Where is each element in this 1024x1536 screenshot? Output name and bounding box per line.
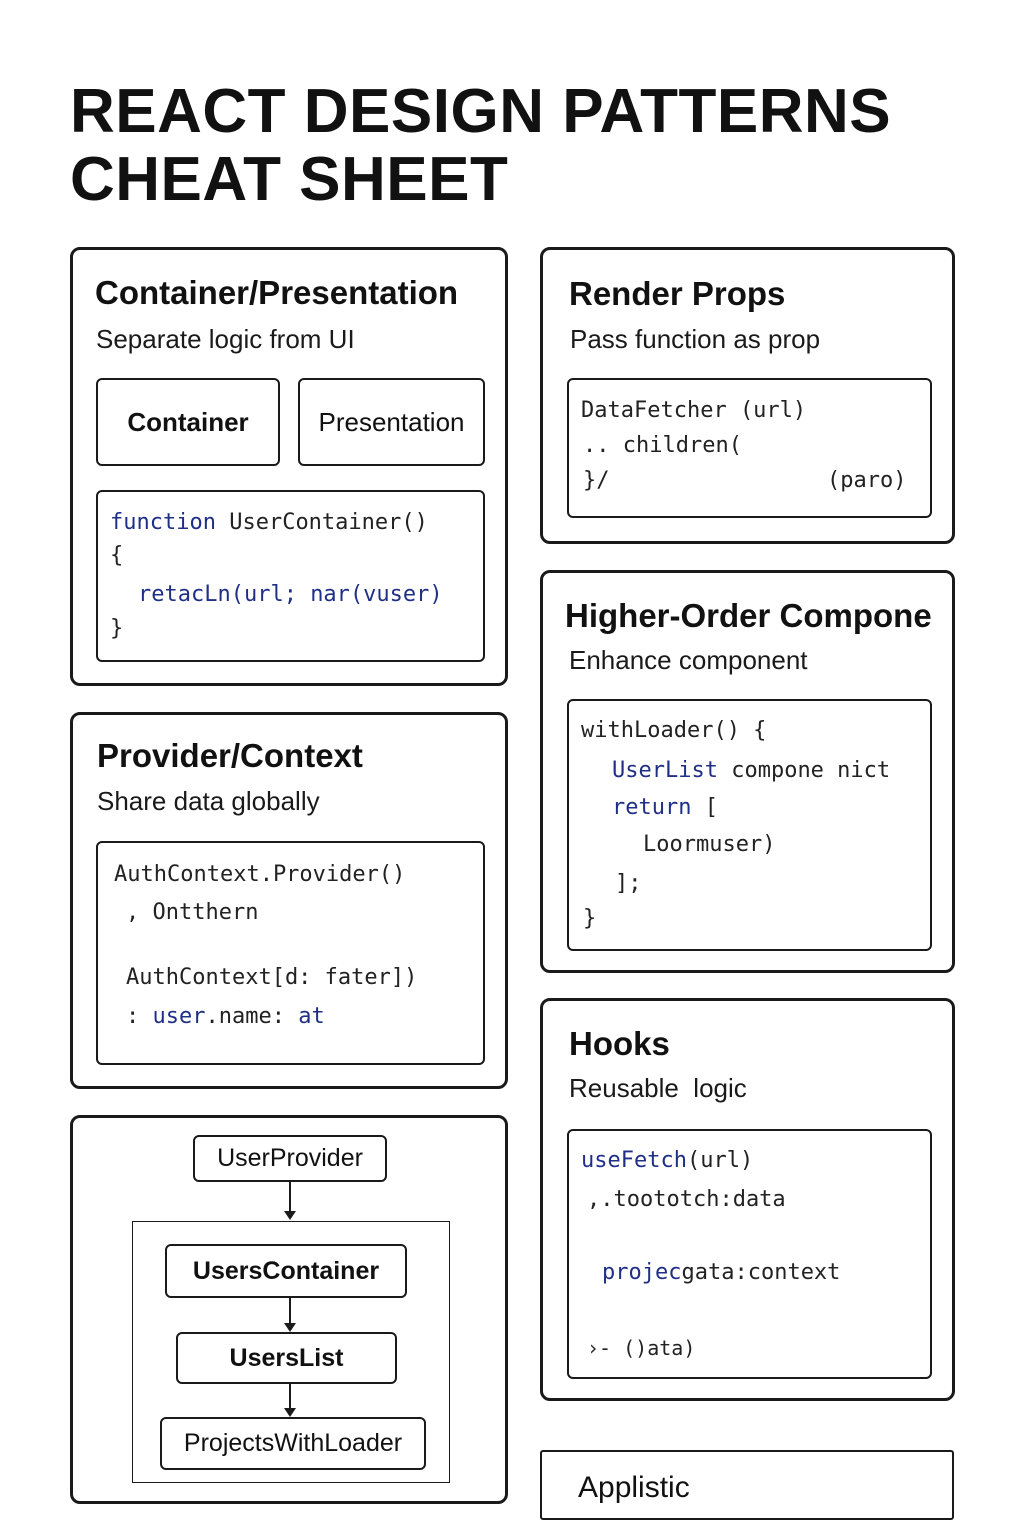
code-block: withLoader() { UserList compone nict ret… — [567, 699, 932, 951]
node-label: UsersContainer — [192, 1256, 380, 1285]
card-subtitle: Separate logic from UI — [96, 324, 355, 354]
card-heading: Hooks — [569, 1025, 670, 1062]
component-tree-card: UserProvider UsersContainer UsersList Pr… — [70, 1115, 508, 1504]
code-text: [ — [691, 795, 718, 820]
code-line: } — [110, 616, 124, 641]
tree-arrow — [284, 1298, 296, 1332]
container-presentation-card: Container/Presentation Separate logic fr… — [70, 247, 508, 686]
code-line: function UserContainer() — [110, 510, 428, 536]
code-keyword: projec — [602, 1260, 682, 1285]
card-subtitle: Enhance component — [569, 645, 808, 675]
render-props-card: Render Props Pass function as prop DataF… — [540, 247, 955, 544]
code-text: UserContainer() — [215, 510, 428, 535]
code-line: Loormuser) — [643, 832, 776, 857]
node-label: UserProvider — [217, 1144, 363, 1172]
tree-arrow — [284, 1384, 296, 1417]
card-heading: Provider/Context — [97, 737, 363, 774]
provider-context-card: Provider/Context Share data globally Aut… — [70, 712, 508, 1089]
code-keyword: user — [152, 1004, 206, 1029]
node-label: ProjectsWithLoader — [183, 1429, 403, 1457]
footer-card: Applistic — [540, 1450, 954, 1520]
code-line: ]; — [615, 871, 642, 896]
card-subtitle: Reusable logic — [569, 1073, 747, 1103]
tree-node-users-container: UsersContainer — [165, 1244, 407, 1298]
code-block: AuthContext.Provider() , Ontthern AuthCo… — [96, 841, 485, 1065]
code-line: ›- ()ata) — [587, 1336, 696, 1360]
code-line: AuthContext[d: fater]) — [126, 965, 418, 990]
code-text: (vuser) — [349, 582, 443, 607]
card-heading: Container/Presentation — [95, 274, 459, 311]
code-text: retacLn(url; — [138, 582, 311, 607]
node-label: UsersList — [229, 1343, 344, 1372]
card-subtitle: Pass function as prop — [570, 324, 821, 354]
code-keyword: nar — [310, 582, 350, 607]
tree-node-projects-with-loader: ProjectsWithLoader — [160, 1417, 426, 1470]
card-heading: Render Props — [569, 275, 786, 312]
code-block: DataFetcher (url) .. children( }/ (paro) — [567, 378, 932, 518]
code-line: , Ontthern — [126, 900, 259, 925]
code-block: function UserContainer() { retacLn(url; … — [96, 490, 485, 662]
tree-arrow — [284, 1182, 296, 1220]
code-line: UserList compone nict — [612, 758, 890, 784]
title-line-1: REACT DESIGN PATTERNS — [70, 77, 892, 146]
tree-node-user-provider: UserProvider — [193, 1135, 387, 1182]
code-line: DataFetcher (url) — [581, 398, 807, 423]
container-box: Container — [96, 378, 280, 466]
card-heading: Higher-Order Compone — [565, 597, 932, 634]
page-title: REACT DESIGN PATTERNS CHEAT SHEET — [70, 78, 970, 214]
code-keyword: return — [612, 795, 692, 820]
code-line: }/ — [583, 468, 610, 493]
code-block: useFetch(url) ,.toototch:data projecgata… — [567, 1129, 932, 1379]
code-keyword: at — [298, 1004, 325, 1029]
code-line: AuthContext.Provider() — [114, 862, 406, 887]
title-line-2: CHEAT SHEET — [70, 145, 509, 214]
tree-group-frame — [132, 1221, 450, 1483]
code-line: projecgata:context — [602, 1260, 840, 1286]
code-line: (paro) — [827, 468, 907, 493]
code-text: compone nict — [717, 758, 891, 783]
tree-node-users-list: UsersList — [176, 1332, 397, 1384]
presentation-box: Presentation — [298, 378, 485, 466]
code-line: .. children( — [583, 433, 742, 458]
card-subtitle: Share data globally — [97, 786, 320, 816]
footer-label: Applistic — [578, 1471, 690, 1504]
code-keyword: useFetch — [581, 1148, 687, 1173]
code-line: } — [583, 906, 597, 931]
code-text: gata:context — [681, 1260, 841, 1285]
code-text: .name: — [205, 1004, 299, 1029]
presentation-label: Presentation — [318, 406, 465, 437]
code-line: retacLn(url; nar(vuser) — [138, 582, 443, 608]
code-text: : — [126, 1004, 153, 1029]
code-line: withLoader() { — [581, 718, 767, 743]
container-label: Container — [127, 406, 249, 437]
code-keyword: function — [110, 510, 216, 535]
code-line: { — [110, 543, 124, 568]
code-line: : user.name: at — [126, 1004, 325, 1030]
code-line: return [ — [612, 795, 718, 821]
code-line: ,.toototch:data — [587, 1187, 786, 1212]
code-keyword: UserList — [612, 758, 718, 783]
hooks-card: Hooks Reusable logic useFetch(url) ,.too… — [540, 998, 955, 1401]
code-text: (url) — [686, 1148, 754, 1173]
hoc-card: Higher-Order Compone Enhance component w… — [540, 570, 955, 973]
code-line: useFetch(url) — [581, 1148, 753, 1174]
